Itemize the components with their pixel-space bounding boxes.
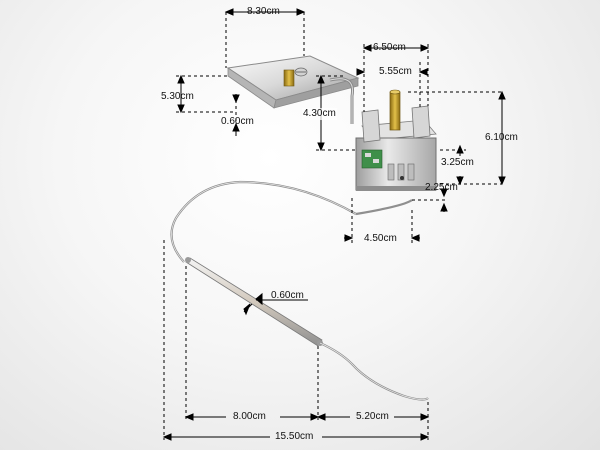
dim-label-total-height: 6.10cm <box>485 132 518 143</box>
dim-label-bracket-height: 4.30cm <box>302 108 337 120</box>
dim-label-shaft-offset: 5.55cm <box>379 66 412 77</box>
dim-label-body-width: 4.50cm <box>364 233 397 244</box>
brass-shaft <box>389 91 401 131</box>
dim-label-base-height: 2.25cm <box>425 182 458 193</box>
extension-lines <box>163 12 502 440</box>
dim-label-mount-height: 5.30cm <box>161 91 194 102</box>
dim-label-mount-thickness: 0.60cm <box>221 116 254 127</box>
dim-label-probe-tail: 5.20cm <box>356 411 389 422</box>
dim-label-terminal-height: 3.25cm <box>441 157 474 168</box>
dim-label-overall-length: 15.50cm <box>275 431 314 442</box>
dim-label-probe-diameter: 0.60cm <box>271 290 304 301</box>
mounting-plate <box>226 55 360 109</box>
dim-label-mount-width: 8.30cm <box>247 6 280 17</box>
dim-label-body-top-width: 6.50cm <box>373 42 406 53</box>
dim-label-probe-length: 8.00cm <box>233 411 266 422</box>
thermostat-body <box>355 105 437 191</box>
